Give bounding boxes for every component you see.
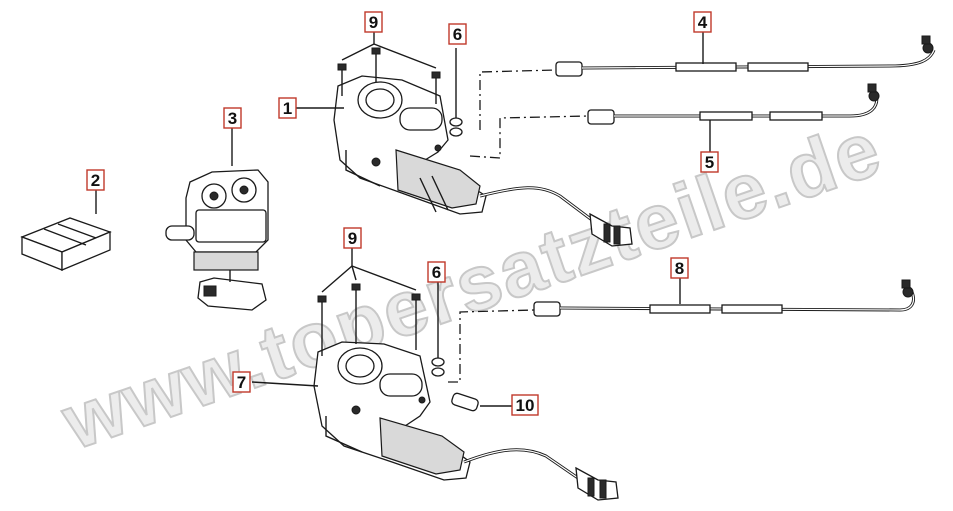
callout-5: 5 (700, 151, 719, 173)
leader-lines (95, 32, 711, 387)
bolts-lower (317, 283, 421, 356)
callout-1: 1 (278, 97, 297, 119)
svg-text:7: 7 (237, 373, 246, 392)
cable-5 (469, 83, 880, 159)
actuator-lower (313, 341, 619, 501)
connector-pin (451, 392, 512, 412)
svg-text:6: 6 (432, 263, 441, 282)
bolts-upper (337, 47, 441, 104)
svg-text:10: 10 (516, 396, 535, 415)
svg-text:9: 9 (369, 13, 378, 32)
cable-4 (479, 35, 936, 130)
callout-6-lower: 6 (427, 261, 446, 283)
throttle-module (165, 169, 269, 311)
svg-text:4: 4 (698, 13, 708, 32)
svg-text:1: 1 (283, 99, 292, 118)
callout-8: 8 (670, 257, 689, 279)
svg-text:5: 5 (705, 153, 714, 172)
callout-6-upper: 6 (448, 23, 467, 45)
callout-10: 10 (511, 394, 539, 416)
callout-4: 4 (693, 11, 712, 33)
washers-lower (431, 282, 445, 377)
svg-text:8: 8 (675, 259, 684, 278)
watermark-text: www.topersatzteile.de (51, 103, 892, 466)
svg-text:9: 9 (348, 229, 357, 248)
callout-2: 2 (86, 169, 105, 191)
rubber-block (20, 217, 112, 271)
svg-text:6: 6 (453, 25, 462, 44)
callout-9-lower: 9 (343, 227, 362, 249)
svg-text:2: 2 (91, 171, 100, 190)
callout-9-upper: 9 (364, 11, 383, 33)
callout-3: 3 (223, 107, 242, 129)
cable-8 (448, 279, 915, 383)
callout-7: 7 (232, 371, 251, 393)
svg-text:3: 3 (228, 109, 237, 128)
washers-upper (449, 48, 463, 137)
actuator-upper (333, 75, 633, 247)
